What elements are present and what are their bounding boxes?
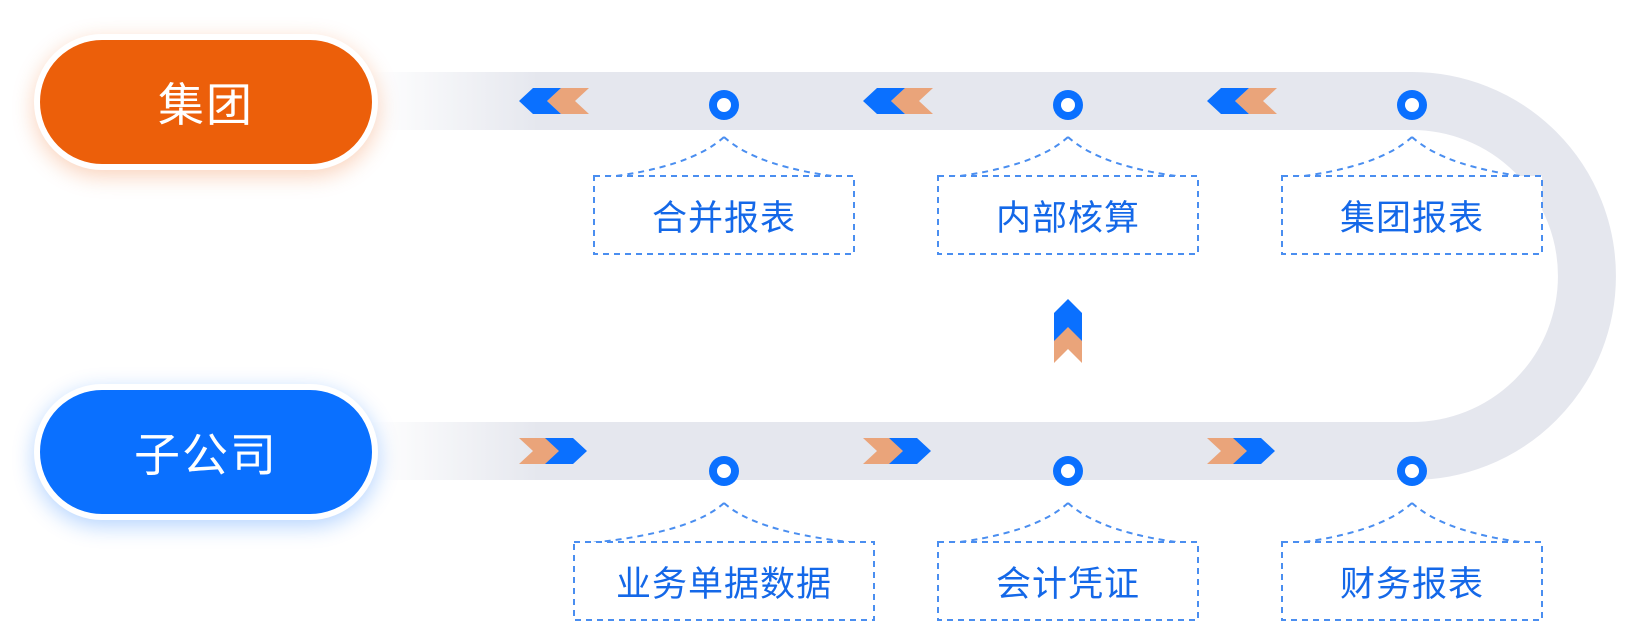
node-dot bbox=[709, 90, 739, 120]
node-dot bbox=[709, 456, 739, 486]
double-chevron-right-icon bbox=[519, 438, 587, 464]
step-label-accounting-voucher: 会计凭证 bbox=[995, 564, 1140, 605]
step-label-financial-report: 财务报表 bbox=[1339, 564, 1484, 605]
node-dot bbox=[1397, 90, 1427, 120]
connector bbox=[599, 136, 849, 179]
step-label-consolidated-report: 合并报表 bbox=[651, 198, 796, 239]
label-box bbox=[593, 175, 855, 255]
label-box bbox=[937, 541, 1199, 621]
flow-left-chevrons bbox=[519, 88, 1277, 114]
group-pill: 集团 bbox=[34, 34, 378, 170]
connector bbox=[1287, 502, 1537, 545]
double-chevron-left-icon bbox=[863, 88, 933, 114]
double-chevron-left-icon bbox=[519, 88, 589, 114]
step-label-business-documents: 业务单据数据 bbox=[615, 564, 832, 605]
label-box bbox=[573, 541, 875, 621]
double-chevron-up-icon bbox=[1054, 299, 1082, 363]
node-dot bbox=[1397, 456, 1427, 486]
connector bbox=[943, 136, 1193, 179]
double-chevron-right-icon bbox=[863, 438, 931, 464]
label-box bbox=[1281, 175, 1543, 255]
subsidiary-label: 子公司 bbox=[134, 428, 278, 482]
group-label: 集团 bbox=[158, 78, 254, 132]
label-boxes bbox=[573, 175, 1543, 621]
label-box bbox=[937, 175, 1199, 255]
step-label-internal-accounting: 内部核算 bbox=[995, 198, 1140, 239]
double-chevron-right-icon bbox=[1207, 438, 1275, 464]
track bbox=[370, 72, 1616, 480]
connector bbox=[579, 502, 869, 545]
node-dot bbox=[1053, 90, 1083, 120]
step-label-group-report: 集团报表 bbox=[1339, 198, 1484, 239]
nodes bbox=[709, 90, 1427, 486]
double-chevron-left-icon bbox=[1207, 88, 1277, 114]
label-box bbox=[1281, 541, 1543, 621]
node-dot bbox=[1053, 456, 1083, 486]
flow-right-chevrons bbox=[519, 438, 1275, 464]
subsidiary-pill: 子公司 bbox=[34, 384, 378, 520]
connector bbox=[943, 502, 1193, 545]
